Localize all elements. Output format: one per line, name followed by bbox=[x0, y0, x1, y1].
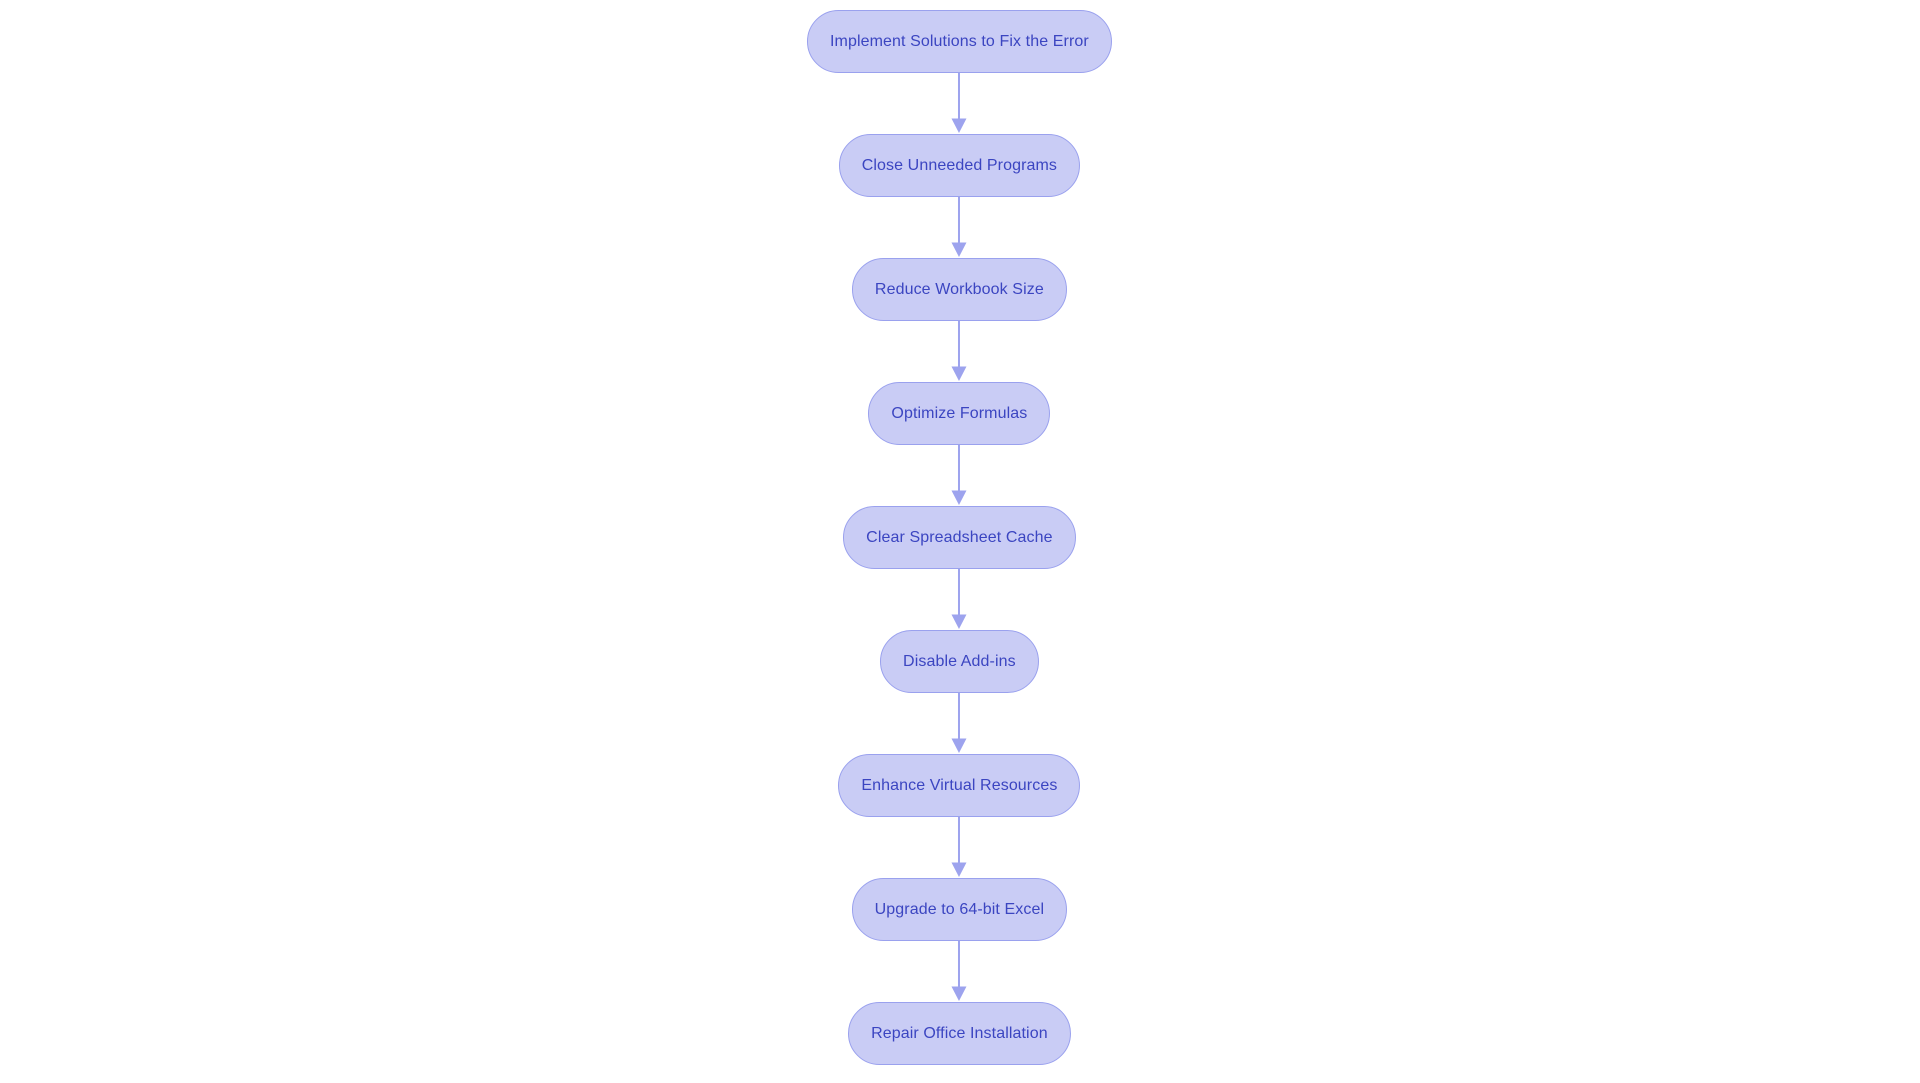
arrow-down-icon bbox=[951, 321, 967, 381]
flow-node-repair-office-installation: Repair Office Installation bbox=[848, 1002, 1071, 1065]
flow-node-upgrade-64-bit-excel: Upgrade to 64-bit Excel bbox=[851, 878, 1068, 941]
flow-node-enhance-virtual-resources: Enhance Virtual Resources bbox=[838, 754, 1081, 817]
flow-node-implement-solutions: Implement Solutions to Fix the Error bbox=[806, 10, 1112, 73]
flow-node-close-unneeded-programs: Close Unneeded Programs bbox=[838, 134, 1081, 197]
flowchart: Implement Solutions to Fix the Error Clo… bbox=[806, 10, 1112, 1065]
arrow-down-icon bbox=[951, 197, 967, 257]
flow-node-disable-add-ins: Disable Add-ins bbox=[880, 630, 1039, 693]
arrow-down-icon bbox=[951, 73, 967, 133]
arrow-down-icon bbox=[951, 445, 967, 505]
arrow-down-icon bbox=[951, 817, 967, 877]
arrow-down-icon bbox=[951, 693, 967, 753]
flow-node-clear-spreadsheet-cache: Clear Spreadsheet Cache bbox=[843, 506, 1076, 569]
flow-node-reduce-workbook-size: Reduce Workbook Size bbox=[851, 258, 1067, 321]
flow-node-optimize-formulas: Optimize Formulas bbox=[868, 382, 1051, 445]
arrow-down-icon bbox=[951, 569, 967, 629]
arrow-down-icon bbox=[951, 941, 967, 1001]
